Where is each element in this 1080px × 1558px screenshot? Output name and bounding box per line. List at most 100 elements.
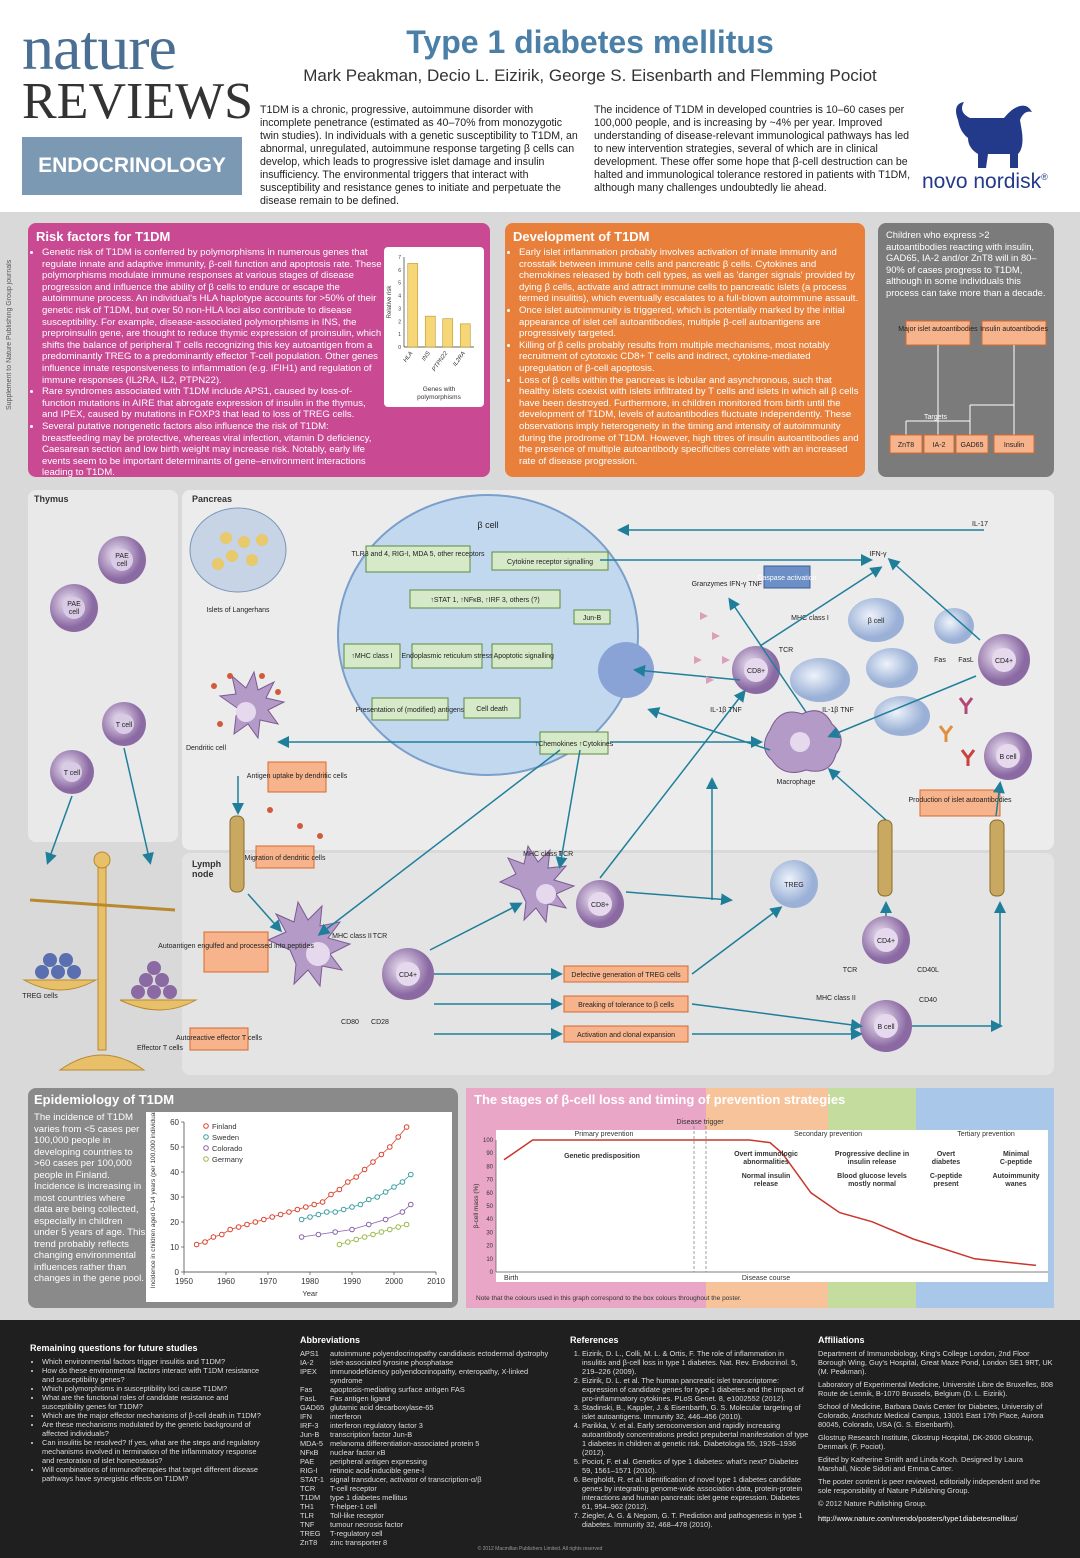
data-point-germany — [370, 1231, 376, 1238]
development-text: Early islet inflammation probably involv… — [509, 247, 859, 467]
data-point-colorado — [382, 1216, 389, 1223]
er-stress-box — [411, 643, 483, 669]
data-point-finland — [353, 1174, 359, 1180]
target-znt8 — [889, 434, 923, 454]
data-point-colorado — [399, 1209, 406, 1215]
data-point-colorado — [408, 1201, 414, 1208]
antibody-icons — [938, 697, 976, 766]
target-ia2-label: IA-2 — [933, 442, 946, 449]
development-bullet: Killing of β cells probably results from… — [519, 340, 859, 375]
x-axis-label-2: polymorphisms — [417, 394, 461, 401]
affiliations-title: Affiliations — [818, 1335, 865, 1345]
overt-immunologic-label-2: abnormalities — [743, 1159, 789, 1166]
effector-cells-icon — [131, 961, 177, 999]
abbreviation-term: FasL — [300, 1394, 317, 1403]
lymph-node-label: Lymph node — [192, 859, 222, 879]
pancreas-label: Pancreas — [192, 494, 233, 504]
y-tick-label: 10 — [486, 1257, 493, 1263]
data-point-germany — [395, 1224, 401, 1230]
data-point-germany — [387, 1226, 393, 1233]
abbreviation-term: IA-2 — [300, 1358, 314, 1367]
risk-factors-box: Risk factors for T1DM Genetic risk of T1… — [28, 223, 490, 479]
risk-text: Genetic risk of T1DM is conferred by pol… — [32, 247, 382, 479]
overt-diabetes-label: Overt — [937, 1151, 956, 1158]
question-item: Are these mechanisms modulated by the ge… — [42, 1420, 270, 1438]
normal-insulin-label: Normal insulin — [742, 1173, 791, 1180]
defective-treg-box — [563, 965, 689, 983]
autoantibody-production-box — [919, 789, 1001, 817]
questions-list: Which environmental factors trigger insu… — [30, 1357, 270, 1483]
risk-bullet: Several putative nongenetic factors also… — [42, 421, 382, 479]
stat-box — [409, 589, 561, 609]
tlr-box — [365, 545, 471, 573]
presentation-box — [371, 697, 449, 721]
intro-paragraph-2: The incidence of T1DM in developed count… — [594, 104, 911, 194]
data-point-sweden — [374, 1194, 380, 1200]
lymph-vessel-icons — [229, 815, 1005, 897]
data-point-sweden — [357, 1201, 364, 1208]
il1b-label-left: IL-1β TNF — [710, 707, 742, 714]
dendritic-cell-lymph-2 — [498, 844, 576, 924]
x-axis-label: Year — [302, 1289, 318, 1298]
abbreviation-term: STAT-1 — [300, 1475, 324, 1484]
header: nature REVIEWS ENDOCRINOLOGY Type 1 diab… — [0, 0, 1080, 212]
bull-logo-icon — [956, 102, 1032, 168]
logo-nature: nature — [22, 12, 177, 83]
dendritic-cell-lymph — [266, 900, 352, 988]
data-point-finland — [345, 1179, 351, 1185]
affiliation-item: Glostrup Research Institute, Glostrup Ho… — [818, 1433, 1034, 1451]
svg-text:B cell: B cell — [999, 754, 1017, 761]
page-title: Type 1 diabetes mellitus — [406, 24, 774, 60]
question-item: How do these environmental factors inter… — [42, 1366, 270, 1384]
overt-diabetes-label-2: diabetes — [932, 1159, 961, 1166]
abbreviation-definition: glutamic acid decarboxylase-65 — [330, 1403, 434, 1412]
y-tick-label: 60 — [170, 1118, 179, 1127]
treg-cells-icon — [35, 953, 81, 979]
cd4-cell-pancreas: CD4+ — [978, 634, 1030, 686]
cd40l-label: CD40L — [917, 967, 939, 974]
stages-note: Note that the colours used in this graph… — [476, 1295, 742, 1302]
data-point-sweden — [332, 1209, 338, 1215]
development-title: Development of T1DM — [513, 229, 650, 244]
svg-text:CD4+: CD4+ — [995, 658, 1013, 665]
mhc-class-i-label: MHC class I — [791, 615, 829, 622]
abbreviation-definition: zinc transporter 8 — [330, 1538, 388, 1547]
y-tick-label: 3 — [398, 306, 401, 312]
progressive-decline-label: Progressive decline in — [835, 1151, 909, 1158]
mhc1-box — [343, 643, 401, 669]
stat-label: ↑STAT 1, ↑NFκB, ↑IRF 3, others (?) — [430, 597, 539, 604]
activation-label: Activation and clonal expansion — [577, 1032, 675, 1039]
mhc-class-ii-label-b: MHC class II — [816, 995, 856, 1002]
targets-label: Targets — [924, 414, 947, 421]
data-point-sweden — [366, 1196, 372, 1203]
abbreviation-term: MDA-5 — [300, 1439, 323, 1448]
data-point-germany — [378, 1229, 385, 1235]
ifn-gamma-label: IFN-γ — [869, 551, 887, 558]
y-tick-label: 40 — [170, 1168, 179, 1177]
target-insulin — [993, 434, 1035, 454]
il17-label: IL-17 — [972, 521, 988, 528]
question-item: What are the functional roles of candida… — [42, 1393, 270, 1411]
abbreviation-definition: T-helper-1 cell — [330, 1502, 377, 1511]
treg-cell-lymph: TREG — [770, 860, 818, 908]
autoantibody-production-label: Production of islet autoantibodies — [908, 797, 1012, 804]
er-stress-label: Endoplasmic reticulum stress — [401, 653, 493, 660]
poster-url-link[interactable]: http://www.nature.com/nrendo/posters/typ… — [818, 1514, 1018, 1523]
y-tick-label: 5 — [398, 281, 401, 287]
abbreviation-term: IRF-3 — [300, 1421, 319, 1430]
development-bullets: Early islet inflammation probably involv… — [509, 247, 859, 467]
beta-cell-mass-line — [503, 1139, 1037, 1267]
abbreviation-definition: apoptosis-mediating surface antigen FAS — [330, 1385, 465, 1394]
data-point-finland — [277, 1211, 284, 1218]
legend-label-sweden: Sweden — [212, 1133, 239, 1142]
legend-marker-sweden — [203, 1134, 209, 1140]
intro-paragraph-1: T1DM is a chronic, progressive, autoimmu… — [260, 104, 578, 207]
data-point-colorado — [366, 1221, 372, 1228]
development-bullet: Loss of β cells within the pancreas is l… — [519, 375, 859, 468]
risk-bullet: Genetic risk of T1DM is conferred by pol… — [42, 247, 382, 386]
